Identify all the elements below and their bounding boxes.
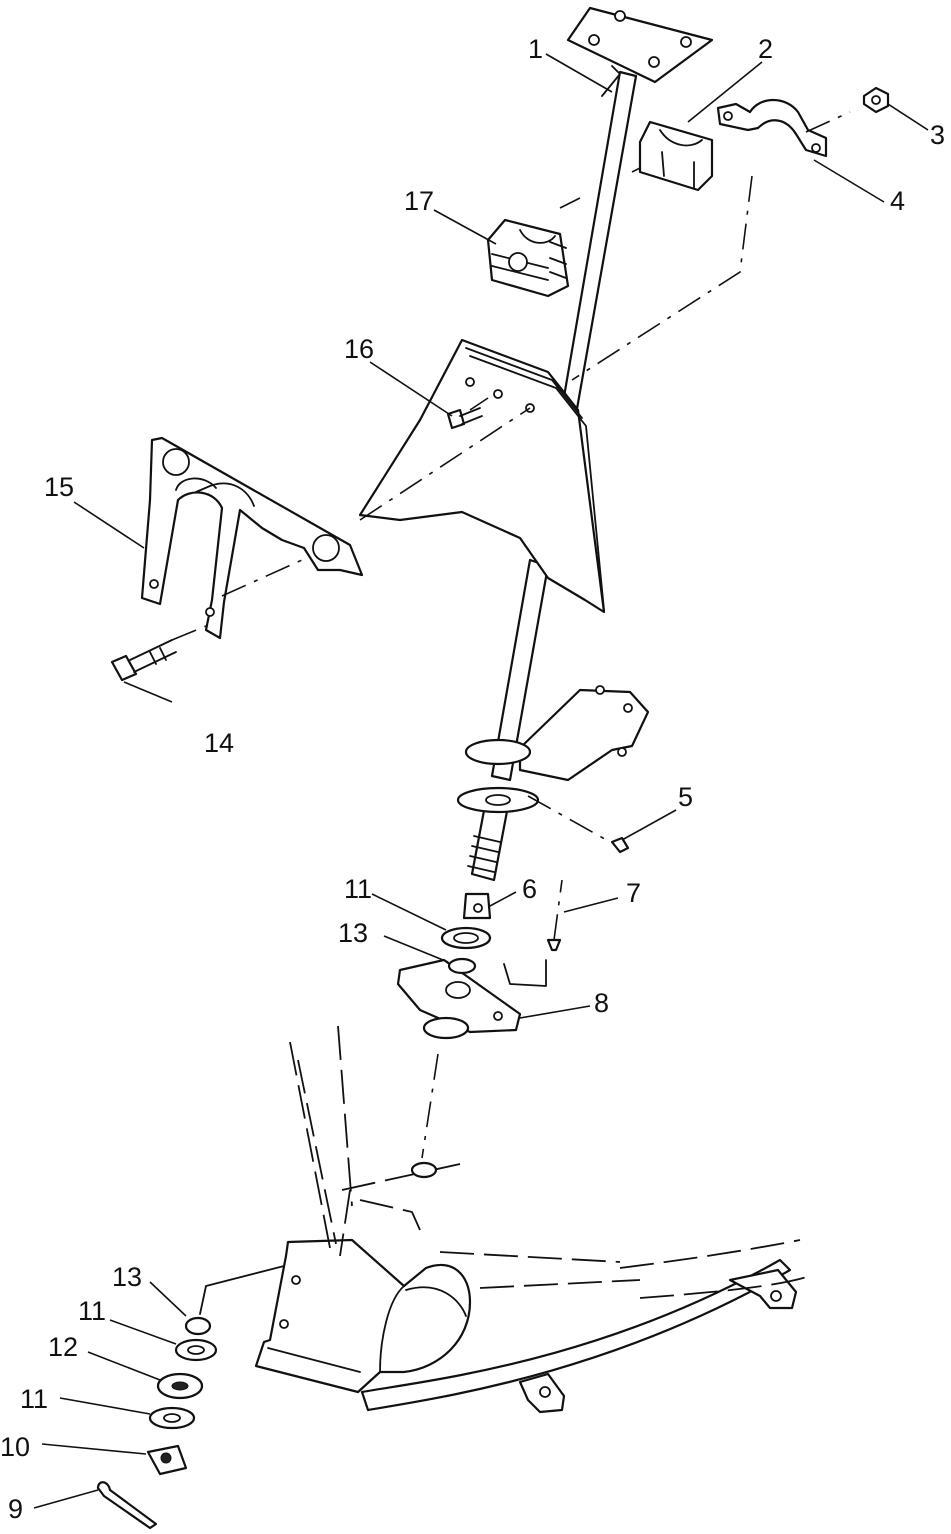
callout-17: 17 [404,186,434,216]
callout-1: 1 [528,34,543,64]
leader-lines [33,53,929,1509]
lower-washer-11a [174,1338,218,1362]
callout-11-upper: 11 [344,874,372,904]
pin [546,938,562,952]
assembly-lines [171,111,851,1315]
cotter-pin-9 [96,1481,158,1530]
clamp-bracket [716,99,828,158]
callout-numbers: 1 2 3 4 17 16 15 14 5 11 6 7 13 8 13 11 … [0,34,945,1524]
support-plate [456,685,650,814]
lower-ring-13 [184,1316,212,1336]
callout-13-lower: 13 [112,1262,142,1292]
callout-6: 6 [522,874,537,904]
callout-7: 7 [626,878,641,908]
bolt-small [446,407,483,430]
rubber-bushing [486,218,570,298]
callout-13-upper: 13 [338,918,368,948]
castle-nut-10 [146,1444,188,1476]
callout-16: 16 [344,334,374,364]
callout-5: 5 [678,782,693,812]
steering-plate [358,338,606,614]
upper-ring-13 [447,957,477,975]
long-bolt [110,639,177,682]
pedal-bracket [140,436,364,640]
spindle-housing [254,1238,472,1394]
callout-2: 2 [758,34,773,64]
callout-10: 10 [0,1432,30,1462]
callout-8: 8 [594,988,609,1018]
callout-15: 15 [44,472,74,502]
callout-14: 14 [204,728,234,758]
lower-washer-11b [148,1406,196,1430]
jam-nut-12 [156,1372,204,1400]
screw-5 [610,836,630,854]
callout-11-middle: 11 [78,1296,106,1326]
callout-12: 12 [48,1332,78,1362]
nut [862,86,890,114]
phantom-frame [289,1025,811,1299]
upper-washer-11 [440,926,492,950]
callout-11-lower: 11 [20,1384,48,1414]
callout-9: 9 [8,1494,23,1524]
coupling [462,892,492,920]
callout-4: 4 [890,186,905,216]
callout-3: 3 [930,120,945,150]
bushing-block [638,120,714,192]
ski-rail [360,1258,798,1414]
